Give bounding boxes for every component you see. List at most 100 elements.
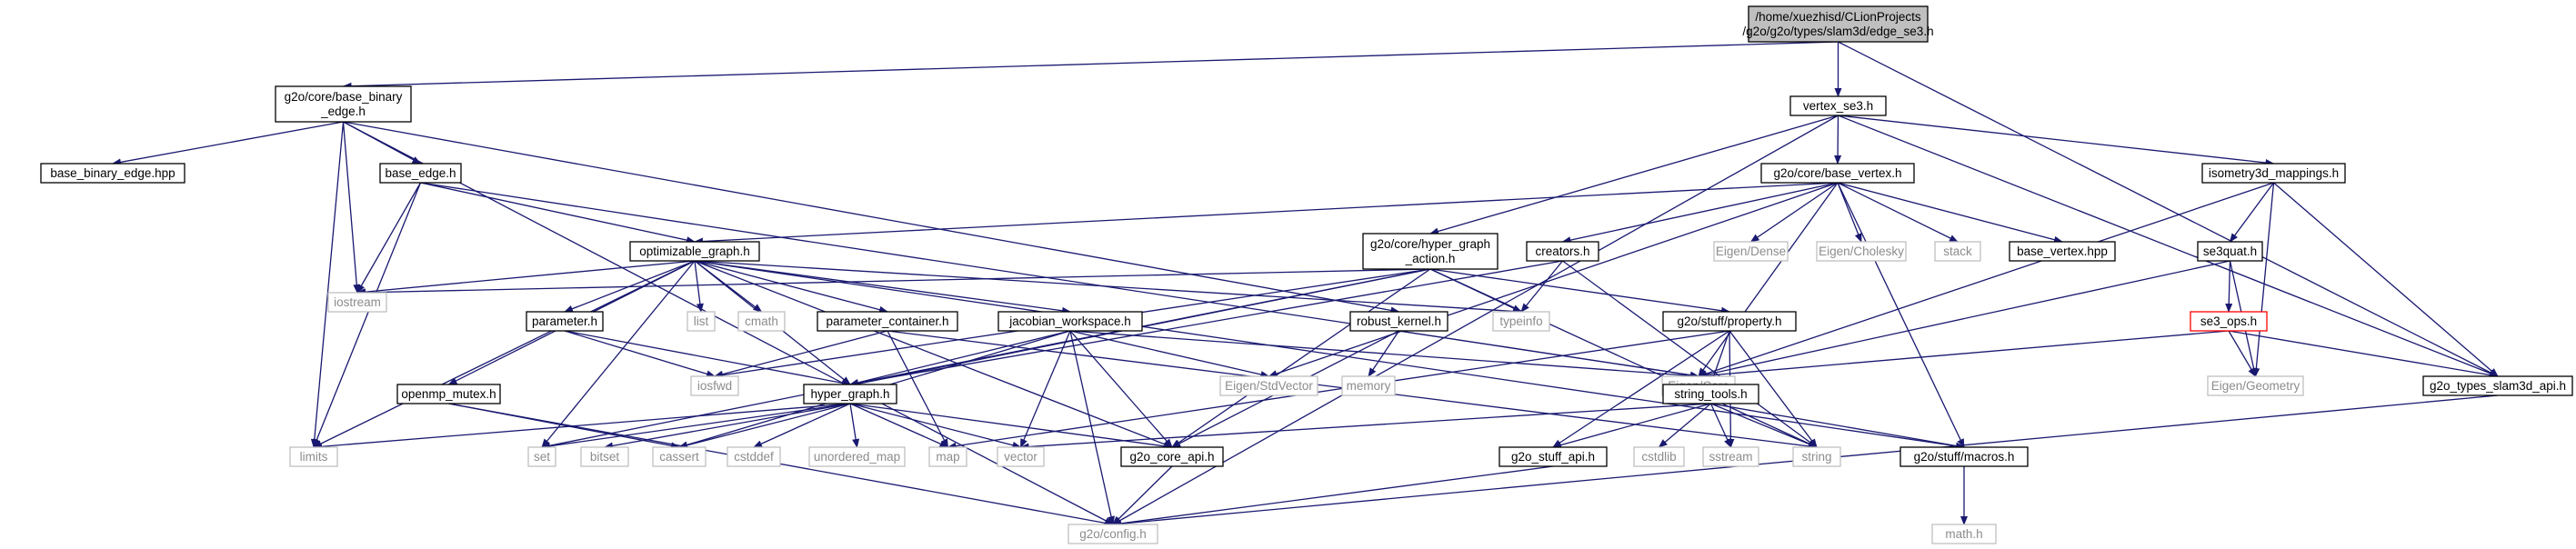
- edge-creators_h-to-string: [1562, 260, 1818, 448]
- node-label: vertex_se3.h: [1803, 99, 1873, 113]
- node-string_tools_h[interactable]: string_tools.h: [1662, 384, 1759, 404]
- edge-creators_h-to-typeinfo: [1520, 260, 1564, 313]
- edge-parameter_container_h-to-map: [887, 330, 949, 448]
- node-g2o_stuff_api_h[interactable]: g2o_stuff_api.h: [1498, 446, 1608, 467]
- node-box: [997, 311, 1143, 332]
- node-box: [2190, 311, 2268, 332]
- node-macros_h[interactable]: g2o/stuff/macros.h: [1899, 446, 2029, 467]
- node-box: [275, 85, 412, 123]
- node-g2o_types_slam3d_api_h[interactable]: g2o_types_slam3d_api.h: [2422, 375, 2573, 396]
- node-layer: /home/xuezhisd/CLionProjects/g2o/g2o/typ…: [40, 5, 2573, 544]
- edge-base_vertex_h-to-eigen_dense: [1749, 182, 1839, 243]
- node-eigen_dense: Eigen/Dense: [1713, 241, 1789, 262]
- node-unordered_map: unordered_map: [808, 446, 906, 467]
- edge-openmp_mutex_h-to-cassert: [448, 403, 680, 450]
- node-label: creators.h: [1535, 245, 1589, 258]
- node-config_h: g2o/config.h: [1067, 524, 1158, 544]
- node-box: [1899, 446, 2029, 467]
- node-box: [1067, 524, 1158, 544]
- edge-base_edge_h-to-limits: [313, 182, 422, 448]
- node-label: cstddef: [734, 450, 774, 464]
- node-box: [1120, 446, 1224, 467]
- node-base_edge_h[interactable]: base_edge.h: [379, 163, 462, 184]
- node-label: iosfwd: [697, 379, 732, 393]
- edge-optimizable_graph_h-to-jacobian_workspace_h: [694, 260, 1071, 314]
- node-se3quat_h[interactable]: se3quat.h: [2197, 241, 2263, 262]
- edge-se3_ops_h-to-g2o_types_slam3d_api_h: [2228, 330, 2499, 379]
- node-creators_h[interactable]: creators.h: [1526, 241, 1599, 262]
- node-string: string: [1792, 446, 1841, 467]
- node-box: [629, 241, 760, 262]
- edge-base_vertex_h-to-eigen_core: [1698, 182, 1839, 377]
- node-box: [2009, 241, 2116, 262]
- node-label: parameter.h: [532, 314, 597, 328]
- node-label: g2o/stuff/property.h: [1677, 314, 1781, 328]
- node-bitset: bitset: [580, 446, 629, 467]
- node-label: g2o/core/hyper_graph: [1370, 237, 1490, 251]
- edge-base_vertex_h-to-macros_h: [1837, 182, 1965, 448]
- node-iosfwd: iosfwd: [690, 375, 739, 396]
- edge-base_vertex_h-to-creators_h: [1561, 182, 1839, 245]
- edge-optimizable_graph_h-to-macros_h: [694, 260, 1965, 450]
- node-vertex_se3_h[interactable]: vertex_se3.h: [1789, 95, 1887, 116]
- node-root[interactable]: /home/xuezhisd/CLionProjects/g2o/g2o/typ…: [1742, 5, 1934, 43]
- edge-isometry3d_mappings_h-to-se3quat_h: [2229, 182, 2275, 243]
- node-eigen_geometry: Eigen/Geometry: [2207, 375, 2304, 396]
- node-base_vertex_hpp[interactable]: base_vertex.hpp: [2009, 241, 2116, 262]
- node-label: g2o/stuff/macros.h: [1914, 450, 2015, 464]
- edge-string_tools_h-to-sstream: [1709, 403, 1732, 448]
- edge-hyper_graph_action_h-to-iostream: [356, 268, 1431, 296]
- node-g2o_core_api_h[interactable]: g2o_core_api.h: [1120, 446, 1224, 467]
- node-robust_kernel_h[interactable]: robust_kernel.h: [1349, 311, 1448, 332]
- node-label: g2o/config.h: [1079, 527, 1147, 541]
- node-label: memory: [1347, 379, 1391, 393]
- edge-vertex_se3_h-to-hyper_graph_action_h: [1429, 115, 1839, 235]
- node-openmp_mutex_h[interactable]: openmp_mutex.h: [396, 384, 501, 404]
- edge-isometry3d_mappings_h-to-g2o_types_slam3d_api_h: [2273, 182, 2499, 377]
- edge-hyper_graph_action_h-to-g2o_core_api_h: [1171, 268, 1431, 448]
- node-box: [1760, 163, 1915, 184]
- node-label: typeinfo: [1499, 314, 1542, 328]
- node-base_binary_edge_h[interactable]: g2o/core/base_binary_edge.h: [275, 85, 412, 123]
- node-hyper_graph_action_h[interactable]: g2o/core/hyper_graph_action.h: [1362, 233, 1498, 270]
- node-label: base_binary_edge.hpp: [50, 166, 175, 180]
- node-isometry3d_mappings_h[interactable]: isometry3d_mappings.h: [2201, 163, 2346, 184]
- edge-g2o_core_api_h-to-config_h: [1112, 465, 1173, 525]
- node-label: Eigen/Dense: [1716, 245, 1786, 258]
- node-se3_ops_h[interactable]: se3_ops.h: [2190, 311, 2268, 332]
- edge-isometry3d_mappings_h-to-eigen_geometry: [2252, 182, 2275, 377]
- edge-string_tools_h-to-macros_h: [1710, 403, 1965, 450]
- node-label: hyper_graph.h: [810, 387, 889, 401]
- node-base_binary_edge_hpp[interactable]: base_binary_edge.hpp: [40, 163, 185, 184]
- edge-base_edge_h-to-optimizable_graph_h: [420, 182, 696, 245]
- edge-base_binary_edge_h-to-base_binary_edge_hpp: [112, 121, 344, 166]
- edge-property_h-to-string: [1729, 330, 1818, 448]
- node-box: [2197, 241, 2263, 262]
- node-label: se3quat.h: [2203, 245, 2257, 258]
- node-base_vertex_h[interactable]: g2o/core/base_vertex.h: [1760, 163, 1915, 184]
- node-parameter_h[interactable]: parameter.h: [526, 311, 604, 332]
- node-jacobian_workspace_h[interactable]: jacobian_workspace.h: [997, 311, 1143, 332]
- node-label: cmath: [745, 314, 778, 328]
- edge-hyper_graph_h-to-bitset: [604, 403, 851, 450]
- edge-hyper_graph_action_h-to-set: [541, 268, 1431, 450]
- node-parameter_container_h[interactable]: parameter_container.h: [817, 311, 958, 332]
- node-property_h[interactable]: g2o/stuff/property.h: [1662, 311, 1797, 332]
- edge-vertex_se3_h-to-base_vertex_h: [1834, 115, 1842, 165]
- node-box: [379, 163, 462, 184]
- node-label: se3_ops.h: [2200, 314, 2257, 328]
- node-box: [1219, 375, 1318, 396]
- node-label: unordered_map: [814, 450, 900, 464]
- edge-parameter_container_h-to-iosfwd: [714, 330, 888, 378]
- node-box: [997, 446, 1045, 467]
- node-box: [40, 163, 185, 184]
- edge-hyper_graph_h-to-unordered_map: [849, 403, 860, 448]
- edge-openmp_mutex_h-to-config_h: [448, 403, 1114, 527]
- edge-root-to-g2o_types_slam3d_api_h: [1838, 41, 2499, 377]
- edge-optimizable_graph_h-to-list: [694, 260, 704, 313]
- node-hyper_graph_h[interactable]: hyper_graph.h: [803, 384, 897, 404]
- node-label: string_tools.h: [1674, 387, 1747, 401]
- node-label: base_edge.h: [385, 166, 456, 180]
- node-label: list: [694, 314, 709, 328]
- node-optimizable_graph_h[interactable]: optimizable_graph.h: [629, 241, 760, 262]
